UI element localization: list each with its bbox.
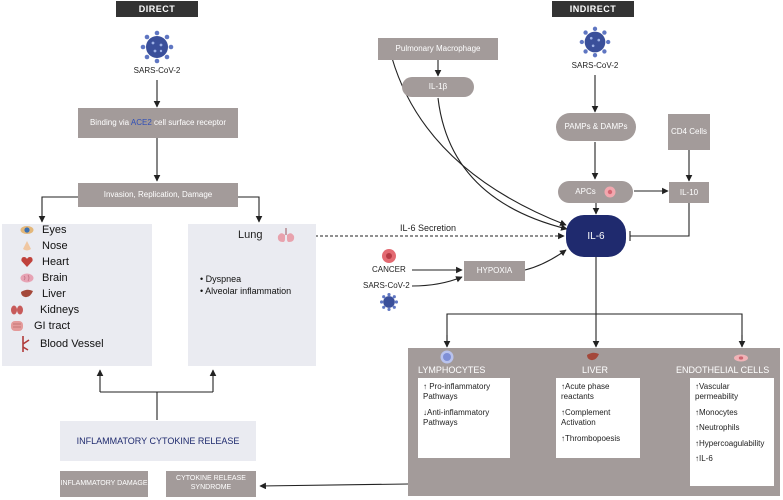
organ-label: Liver: [42, 288, 66, 300]
lung-symptoms: • Dyspnea • Alveolar inflammation: [200, 274, 291, 297]
liver-box: ↑Acute phase reactants ↑Complement Activ…: [556, 378, 640, 458]
organ-label: Nose: [42, 240, 68, 252]
heart-icon: [21, 257, 33, 267]
liver-icon: [587, 352, 599, 361]
invasion-box: Invasion, Replication, Damage: [78, 183, 238, 207]
lymphocytes-item: ↑ Pro-inflammatory Pathways: [423, 382, 491, 402]
lymphocytes-title: LYMPHOCYTES: [418, 365, 486, 375]
organ-gi-tract: GI tract: [10, 320, 70, 332]
virus-icon: [140, 30, 174, 64]
crs-box: CYTOKINE RELEASE SYNDROME: [166, 471, 256, 497]
liver-item: ↑Complement Activation: [561, 407, 611, 428]
organ-label: Kidneys: [40, 304, 80, 316]
nose-icon: [23, 241, 31, 251]
blood-vessel-icon: [22, 336, 30, 352]
indirect-virus-label: SARS-CoV-2: [571, 61, 619, 70]
hypoxia-box: HYPOXIA: [464, 261, 525, 281]
cancer-cell-icon: [382, 249, 396, 263]
organ-kidneys: Kidneys: [10, 304, 79, 316]
endothelial-item: ↑IL-6: [695, 453, 713, 463]
virus-icon: [380, 293, 398, 311]
lymphocytes-item: ↓Anti-inflammatory Pathways: [423, 407, 490, 428]
virus-icon: [579, 26, 611, 58]
lung-icon: [277, 228, 295, 242]
endothelial-item: ↑Hypercoagulability: [695, 438, 765, 448]
lymphocyte-icon: [440, 350, 454, 364]
liver-item: ↑Acute phase reactants: [561, 382, 610, 402]
il1b-box: IL-1β: [402, 77, 474, 97]
kidney-icon: [11, 305, 23, 315]
il6-secretion-label: IL-6 Secretion: [400, 223, 457, 233]
inflammatory-damage-box: INFLAMMATORY DAMAGE: [60, 471, 148, 497]
lung-symptom-item: • Dyspnea: [200, 274, 242, 284]
endothelial-item: ↑Monocytes: [695, 407, 738, 417]
apcs-label: APCs: [575, 187, 596, 196]
eye-icon: [20, 226, 34, 234]
il10-box: IL-10: [669, 182, 709, 203]
organ-label: Blood Vessel: [40, 338, 104, 350]
inflammatory-release-label: INFLAMMATORY CYTOKINE RELEASE: [76, 436, 240, 446]
binding-box: Binding via ACE2 cell surface receptor: [78, 108, 238, 138]
organ-brain: Brain: [20, 272, 68, 284]
organ-eyes: Eyes: [20, 224, 66, 236]
organ-label: Eyes: [42, 224, 67, 236]
lymphocytes-box: ↑ Pro-inflammatory Pathways ↓Anti-inflam…: [418, 378, 510, 458]
organ-label: Heart: [42, 256, 69, 268]
sars2-label: SARS-CoV-2: [363, 281, 410, 290]
inflammatory-release-box: INFLAMMATORY CYTOKINE RELEASE: [60, 421, 256, 461]
lung-panel: [188, 224, 316, 366]
pamps-box: PAMPs & DAMPs: [556, 113, 636, 141]
cd4-box: CD4 Cells: [668, 114, 710, 150]
pulmonary-macrophage-box: Pulmonary Macrophage: [378, 38, 498, 60]
organ-blood-vessel: Blood Vessel: [18, 336, 104, 352]
lung-symptom-item: • Alveolar inflammation: [200, 285, 292, 296]
organ-heart: Heart: [20, 256, 69, 268]
lung-symptom-text: Dyspnea: [205, 274, 242, 284]
organ-label: Brain: [42, 272, 68, 284]
organ-liver: Liver: [20, 288, 66, 300]
cancer-label: CANCER: [372, 265, 406, 274]
ace2-label: ACE2: [130, 118, 152, 127]
organ-nose: Nose: [20, 240, 68, 252]
endothelial-item: ↑Vascular permeability: [695, 382, 739, 402]
brain-icon: [20, 273, 34, 283]
il6-node: IL-6: [566, 215, 626, 257]
il6-label: IL-6: [587, 230, 605, 242]
lung-symptom-text: Alveolar inflammation: [205, 285, 292, 296]
endothelial-title: ENDOTHELIAL CELLS: [676, 365, 770, 375]
endothelial-item: ↑Neutrophils: [695, 423, 740, 433]
endothelial-box: ↑Vascular permeability ↑Monocytes ↑Neutr…: [690, 378, 774, 486]
organ-label: GI tract: [34, 320, 71, 332]
liver-title: LIVER: [582, 365, 609, 375]
direct-virus-label: SARS-CoV-2: [133, 66, 181, 75]
direct-header: DIRECT: [116, 1, 198, 17]
endothelial-cell-icon: [734, 354, 748, 362]
lung-label: Lung: [238, 229, 263, 241]
liver-item: ↑Thrombopoesis: [561, 433, 621, 443]
liver-icon: [21, 289, 33, 298]
indirect-header: INDIRECT: [552, 1, 634, 17]
binding-post: cell surface receptor: [151, 118, 227, 127]
apcs-box: APCs: [558, 181, 633, 203]
apc-cell-icon: [604, 186, 616, 198]
intestine-icon: [11, 321, 23, 331]
binding-pre: Binding via: [89, 118, 131, 127]
